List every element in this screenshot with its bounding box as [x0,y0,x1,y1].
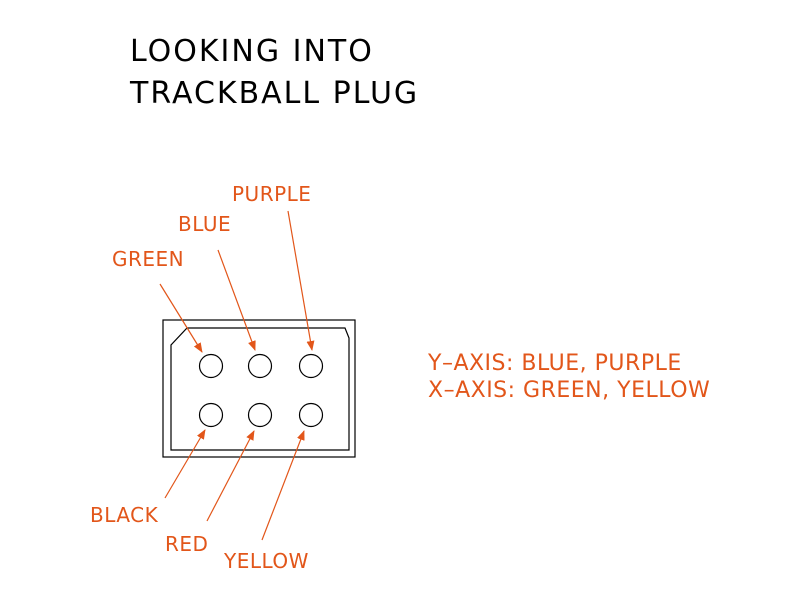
y-axis-note: Y–AXIS: BLUE, PURPLE [428,351,682,376]
arrow-yellow [261,430,305,541]
pin-purple [298,353,324,379]
plug-inner-keyed-outline [170,327,350,451]
arrow-blue [217,249,256,351]
title-line-2: TRACKBALL PLUG [130,76,420,111]
title-line-1: LOOKING INTO [130,34,374,69]
pin-red [247,402,273,428]
arrow-red [206,430,255,522]
arrow-green [159,283,203,353]
x-axis-note: X–AXIS: GREEN, YELLOW [428,378,711,403]
pin-yellow [298,402,324,428]
pin-green [198,353,224,379]
label-yellow: YELLOW [224,549,309,573]
label-red: RED [165,532,209,556]
label-blue: BLUE [178,212,232,236]
label-purple: PURPLE [232,182,312,206]
label-green: GREEN [112,247,185,271]
pin-blue [247,353,273,379]
arrow-purple [287,210,315,351]
arrow-black [164,429,206,499]
plug-outer-housing [162,319,356,458]
pin-black [198,402,224,428]
label-black: BLACK [90,503,159,527]
